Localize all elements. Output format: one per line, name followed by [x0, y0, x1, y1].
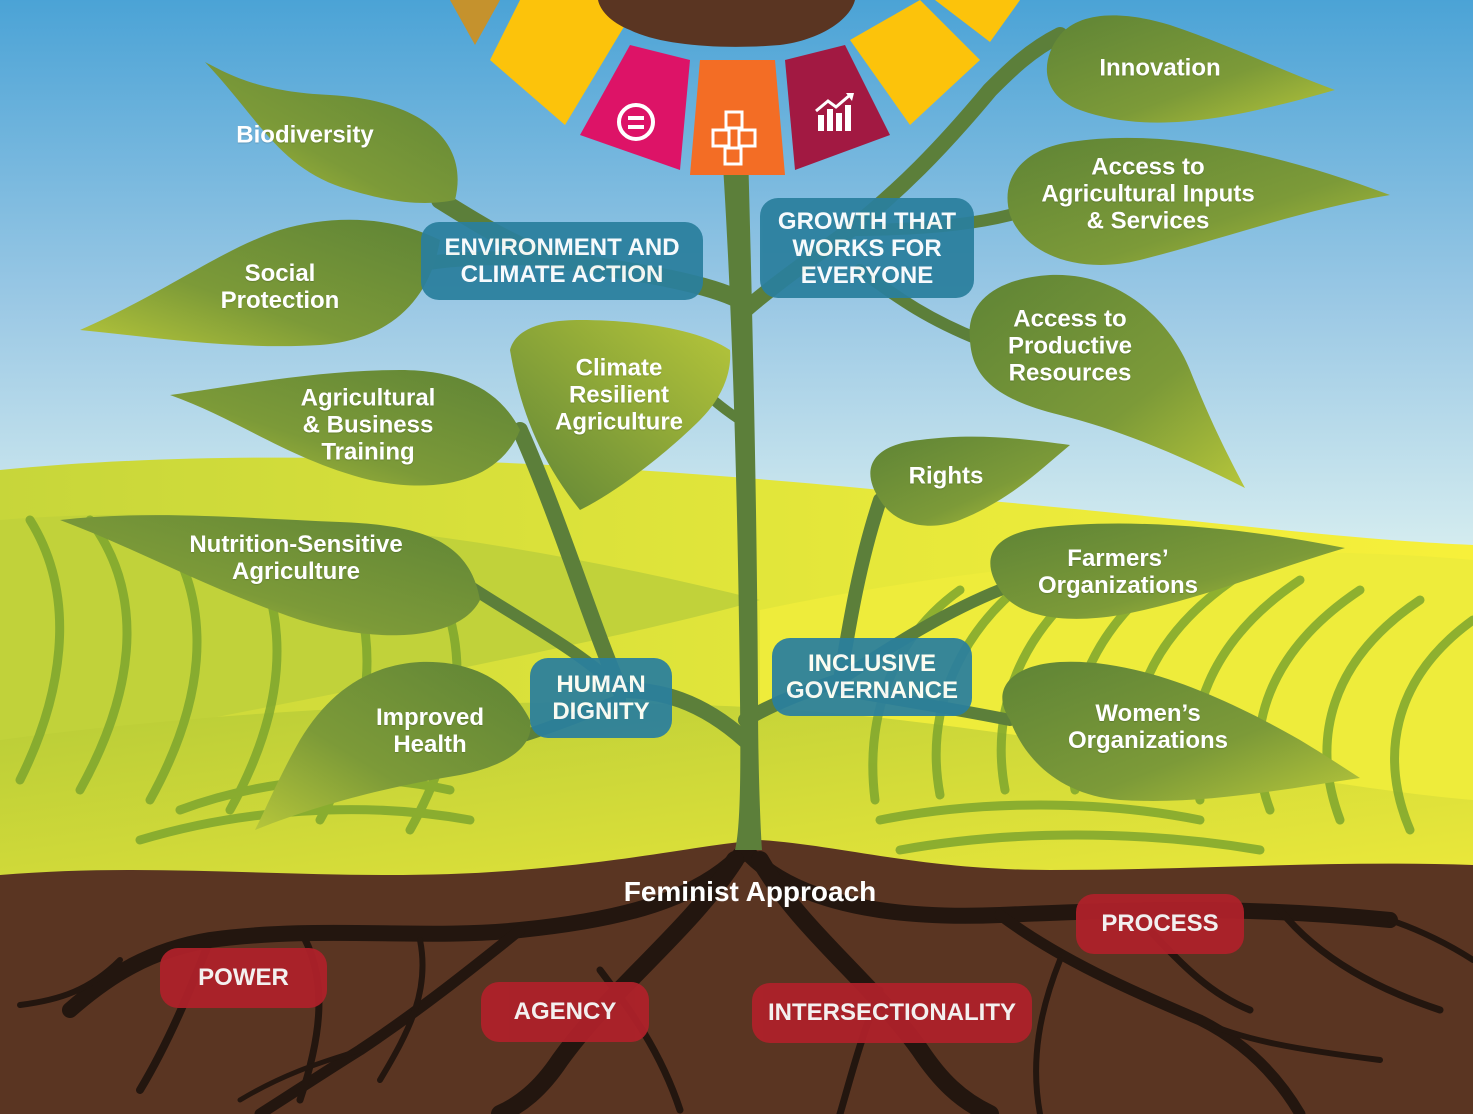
sdg-petal-2	[490, 0, 625, 125]
cubes-icon	[711, 110, 757, 166]
leaf-label-biodiversity: Biodiversity	[236, 121, 374, 149]
root-power: POWER	[160, 948, 327, 1008]
growth-chart-icon	[815, 93, 854, 131]
flower-center	[598, 0, 855, 47]
leaf-label-farmers-orgs: Farmers’ Organizations	[1037, 545, 1199, 599]
leaf-label-womens-orgs: Women’s Organizations	[1067, 700, 1229, 754]
leaf-label-nutrition: Nutrition-Sensitive Agriculture	[189, 531, 403, 585]
leaf-biodiversity	[205, 62, 458, 203]
leaf-agri-training	[170, 370, 520, 486]
leaf-label-agri-training: Agricultural & Business Training	[300, 384, 436, 466]
leaf-access-resources	[969, 274, 1245, 488]
sdg-petal-6	[850, 0, 980, 125]
leaf-rights	[870, 436, 1070, 526]
pillar-environment-climate-action: ENVIRONMENT AND CLIMATE ACTION	[421, 222, 703, 300]
sdg-petal-7	[935, 0, 1020, 42]
sdg-petal-1	[450, 0, 500, 45]
leaf-access-inputs	[1007, 137, 1390, 265]
root-process: PROCESS	[1076, 894, 1244, 954]
leaf-womens-orgs	[1002, 661, 1360, 801]
leaf-label-climate-resilient: Climate Resilient Agriculture	[554, 354, 684, 436]
pillar-growth-for-everyone: GROWTH THAT WORKS FOR EVERYONE	[760, 198, 974, 298]
leaf-label-access-inputs: Access to Agricultural Inputs & Services	[1041, 153, 1255, 235]
stem	[722, 150, 762, 850]
sdg-flower	[450, 0, 1020, 175]
leaf-label-rights: Rights	[908, 462, 984, 490]
leaf-social-protection	[80, 219, 440, 347]
roots-title: Feminist Approach	[623, 876, 877, 907]
sdg-petal-3	[580, 45, 690, 170]
pillar-human-dignity: HUMAN DIGNITY	[530, 658, 672, 738]
leaf-nutrition	[60, 515, 480, 636]
leaf-farmers-orgs	[990, 523, 1345, 619]
leaf-label-social-protection: Social Protection	[220, 260, 340, 314]
leaf-innovation	[1046, 15, 1335, 123]
leaf-label-improved-health: Improved Health	[375, 704, 485, 758]
root-agency: AGENCY	[481, 982, 649, 1042]
pillar-inclusive-governance: INCLUSIVE GOVERNANCE	[772, 638, 972, 716]
sdg-petal-4	[690, 60, 785, 175]
leaf-label-innovation: Innovation	[1099, 54, 1221, 82]
leaf-label-access-resources: Access to Productive Resources	[1007, 305, 1133, 387]
root-intersectionality: INTERSECTIONALITY	[752, 983, 1032, 1043]
leaf-improved-health	[255, 661, 531, 830]
equality-icon	[617, 103, 655, 141]
leaf-climate-resilient	[510, 320, 731, 510]
